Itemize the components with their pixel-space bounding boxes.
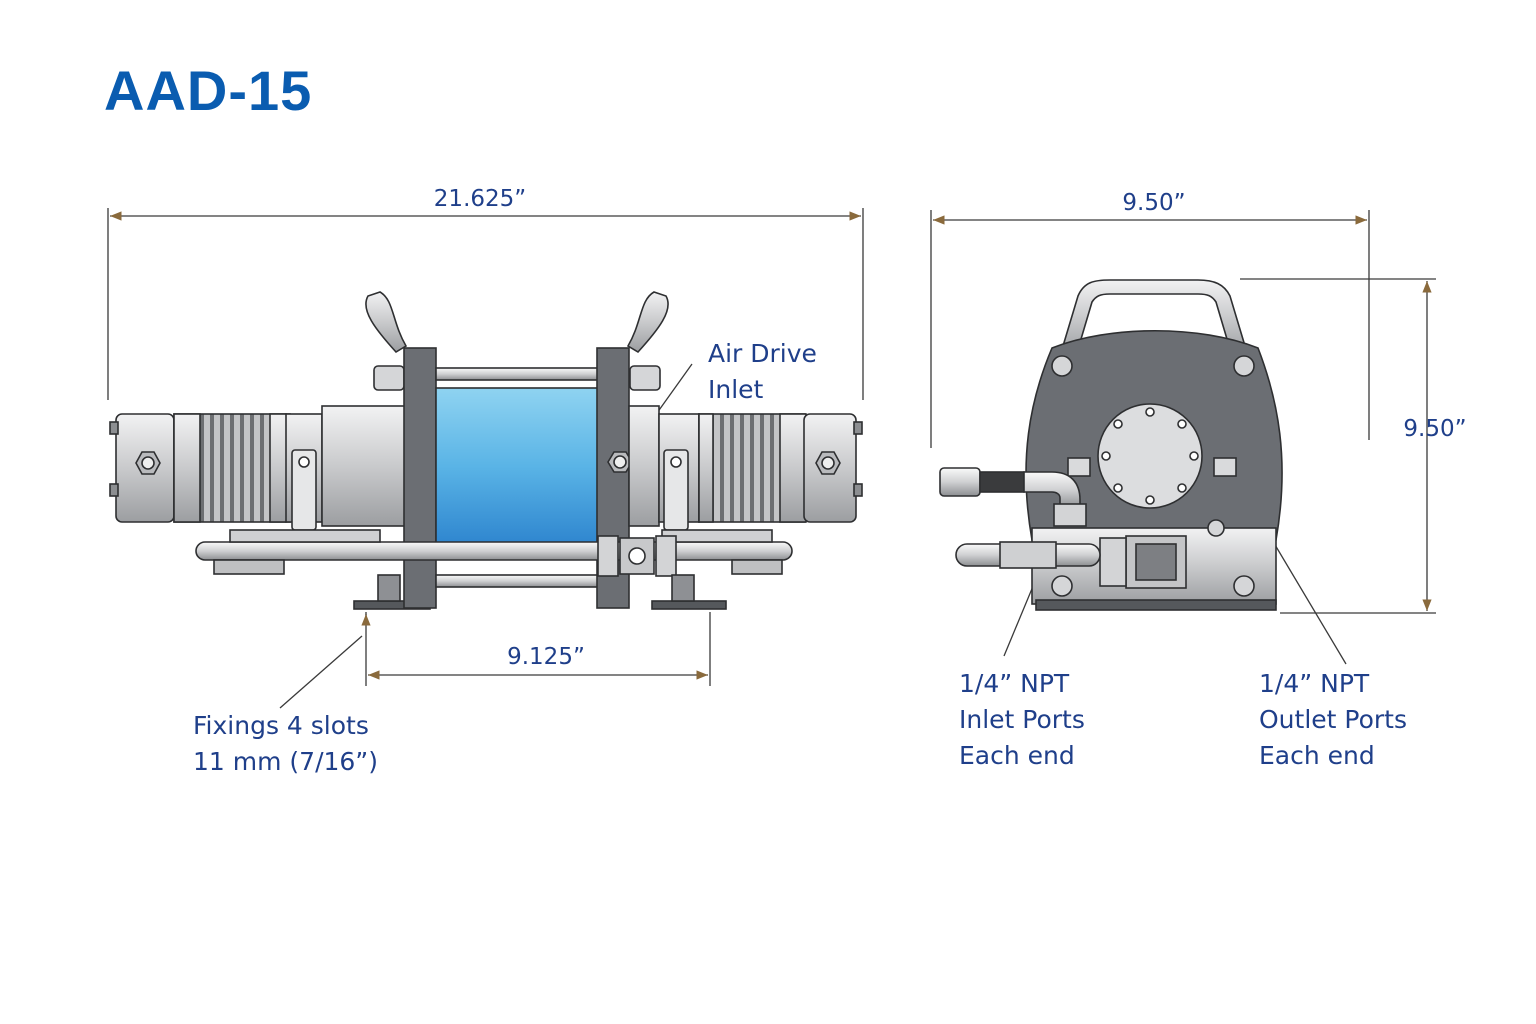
callout-line: Inlet Ports [959, 705, 1085, 734]
callout-line: 1/4” NPT [959, 669, 1070, 698]
dimension-lines-end [930, 210, 1436, 665]
overall-length-dimension: 21.625” [433, 186, 527, 212]
end-width-dimension: 9.50” [1122, 190, 1186, 216]
callout-line: Each end [1259, 741, 1375, 770]
end-height-dimension: 9.50” [1403, 416, 1467, 442]
page-title: AAD-15 [104, 59, 313, 122]
callout-line: Each end [959, 741, 1075, 770]
callout-line: Fixings 4 slots [193, 711, 369, 740]
air-drive-inlet-callout: Air Drive Inlet [708, 336, 817, 408]
pump-end-view [939, 279, 1283, 611]
fixings-callout: Fixings 4 slots 11 mm (7/16”) [193, 708, 378, 780]
callout-line: Inlet [708, 375, 764, 404]
callout-line: Air Drive [708, 339, 817, 368]
outlet-ports-callout: 1/4” NPT Outlet Ports Each end [1259, 666, 1407, 774]
mount-spacing-dimension: 9.125” [507, 644, 585, 670]
callout-line: 11 mm (7/16”) [193, 747, 379, 776]
callout-line: Outlet Ports [1259, 705, 1407, 734]
inlet-ports-callout: 1/4” NPT Inlet Ports Each end [959, 666, 1085, 774]
callout-line: 1/4” NPT [1259, 669, 1370, 698]
pump-side-view [109, 291, 863, 610]
